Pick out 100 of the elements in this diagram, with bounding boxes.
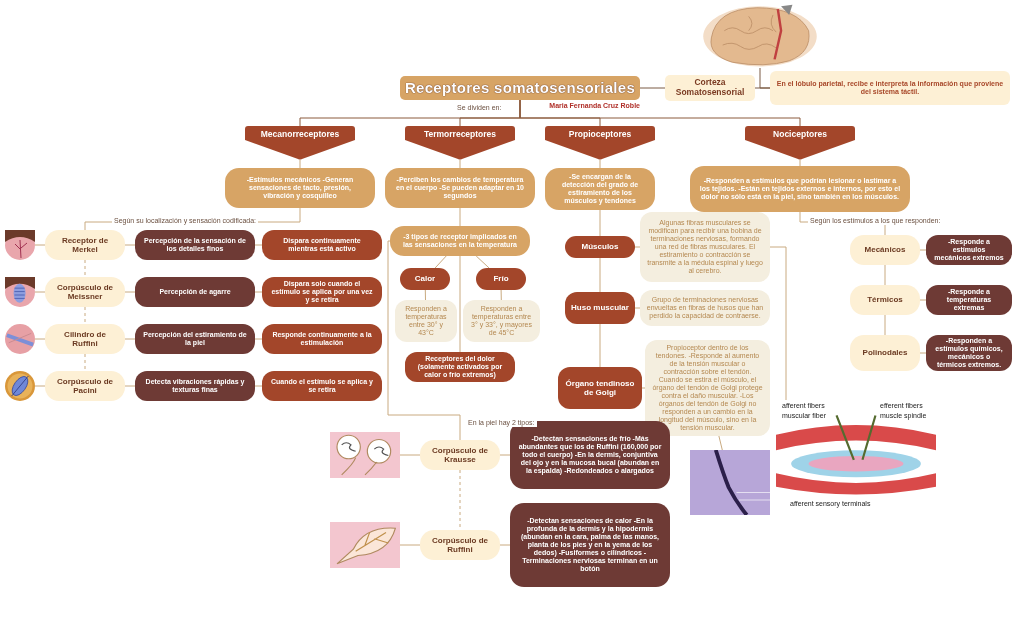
function-pill: [926, 335, 1012, 371]
node-text: Corpúsculo de Meissner: [56, 282, 114, 302]
node-text: Corpúsculo de Krausse: [431, 445, 489, 465]
skin-tissue-drawing: [5, 230, 35, 260]
receptor-pill: [45, 277, 125, 307]
node-text: Corteza Somatosensorial: [674, 78, 746, 98]
node-text: Mecánicos: [864, 245, 906, 255]
category-pill: [558, 367, 642, 409]
connector-line: [919, 299, 927, 301]
connector-line: [399, 544, 421, 546]
description-bubble: [395, 300, 457, 342]
connector-line: [884, 314, 886, 336]
connector-line: [639, 87, 666, 89]
connector-line: [919, 249, 927, 251]
node-text: Nociceptores: [773, 130, 827, 140]
connector-line: [599, 323, 601, 368]
connector-line: [459, 255, 461, 353]
receptor-pill: [850, 285, 920, 315]
connector-line: [519, 99, 801, 127]
connector-line: [387, 240, 461, 441]
description-bubble: [690, 166, 910, 212]
connector-line: [399, 454, 421, 456]
connector-line: [769, 246, 787, 401]
receptor-pill: [850, 235, 920, 265]
category-pill: [400, 268, 450, 290]
connector-line: [124, 338, 136, 340]
note-box: [770, 71, 1010, 105]
receptor-pill: [850, 335, 920, 371]
connector-line: [34, 291, 46, 293]
function-pill: [135, 277, 255, 307]
description-bubble: [640, 290, 770, 326]
connector-line: [718, 435, 723, 451]
category-pill: [565, 236, 635, 258]
title-text: Receptores somatosensoriales: [404, 79, 636, 97]
receptor-pill: [420, 530, 500, 560]
concept-box: [665, 75, 755, 101]
response-pill: [262, 230, 382, 260]
connector-line: [299, 159, 301, 169]
brain-drawing: [700, 2, 820, 68]
micrograph-drawing: [690, 450, 770, 515]
connector-line: [254, 244, 263, 246]
description-bubble: [545, 168, 655, 210]
category-pill: [565, 292, 635, 324]
connector-line: [254, 385, 263, 387]
node-text: Frío: [493, 274, 509, 284]
description-bubble: [463, 300, 540, 342]
description-bubble: [225, 168, 375, 208]
description-bubble: [385, 168, 535, 208]
response-pill: [262, 277, 382, 307]
connector-line: [434, 255, 447, 269]
corpuscle-drawing: [5, 371, 35, 401]
skin-tissue-drawing: [5, 277, 35, 307]
function-pill: [926, 285, 1012, 315]
node-text: Corpúsculo de Pacini: [56, 376, 114, 396]
connector-line: [799, 159, 801, 167]
connector-line: [124, 385, 136, 387]
connector-line: [599, 159, 601, 169]
receptor-pill: [45, 324, 125, 354]
connector-line: [459, 159, 461, 169]
node-text: Cilindro de Ruffini: [63, 329, 107, 349]
connector-line: [499, 454, 511, 456]
function-pill: [135, 324, 255, 354]
description-bubble: [510, 503, 670, 587]
node-text: Corpúsculo de Ruffini: [431, 535, 489, 555]
connector-line: [254, 291, 263, 293]
skin-tissue-drawing: [5, 324, 35, 354]
connector-line: [634, 246, 641, 248]
connector-line: [34, 385, 46, 387]
node-text: Polinodales: [862, 348, 908, 358]
description-bubble: [645, 340, 770, 436]
connector-line: [34, 244, 46, 246]
connector-line: [475, 255, 490, 269]
connector-line: [459, 207, 461, 227]
connector-line: [634, 307, 641, 309]
connector-line: [124, 244, 136, 246]
connector-line: [500, 289, 502, 301]
node-text: Propioceptores: [568, 130, 632, 140]
receptor-pill: [45, 230, 125, 260]
description-bubble: [390, 226, 530, 256]
node-text: Calor: [414, 274, 436, 284]
connector-line: [84, 353, 86, 372]
connector-line: [919, 352, 927, 354]
function-pill: [926, 235, 1012, 265]
node-text: Termorreceptores: [423, 130, 497, 140]
response-pill: [262, 371, 382, 401]
receptor-pill: [420, 440, 500, 470]
function-pill: [135, 230, 255, 260]
connector-line: [759, 67, 771, 89]
connector-line: [884, 264, 886, 286]
node-text: Mecanorreceptores: [260, 130, 340, 140]
description-bubble: [640, 212, 770, 282]
connector-line: [124, 291, 136, 293]
category-pill: [405, 352, 515, 382]
node-text: Huso muscular: [571, 303, 629, 313]
connector-line: [599, 257, 601, 293]
node-text: Receptor de Merkel: [60, 235, 110, 255]
connector-line: [254, 338, 263, 340]
connector-line: [499, 544, 511, 546]
node-text: Músculos: [581, 242, 619, 252]
node-text: Térmicos: [867, 295, 903, 305]
